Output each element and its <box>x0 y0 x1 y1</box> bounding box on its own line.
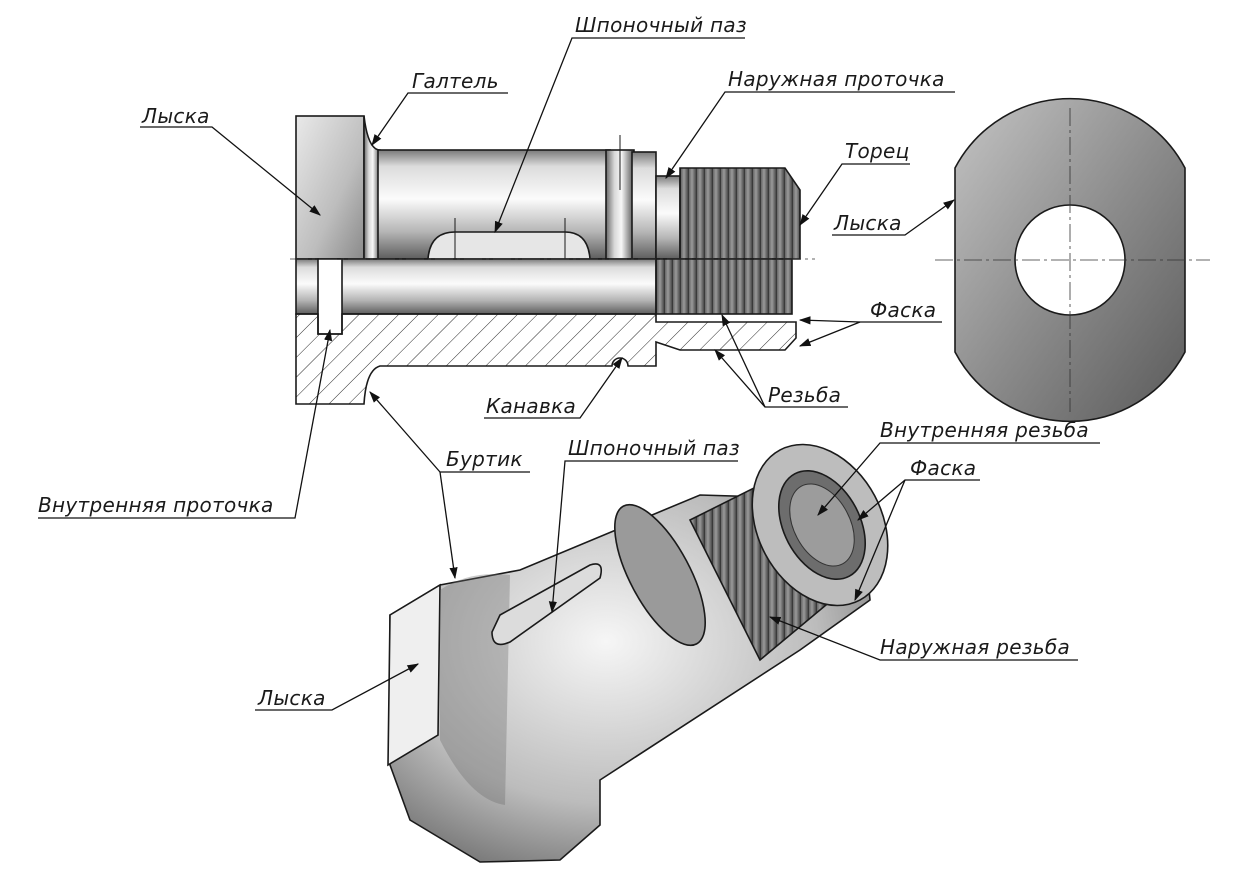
label-lyska-right: Лыска <box>833 211 902 235</box>
label-thread: Резьба <box>768 383 841 407</box>
head-flat-block <box>295 115 365 260</box>
inner-recess <box>317 258 343 335</box>
thread-upper <box>679 167 801 260</box>
label-chamfer-bottom: Фаска <box>910 456 976 480</box>
iso-view <box>387 443 889 863</box>
label-keyway-bottom: Шпоночный паз <box>568 436 740 460</box>
label-end-face: Торец <box>845 139 910 163</box>
label-galtel: Галтель <box>412 69 499 93</box>
label-collar: Буртик <box>446 447 523 471</box>
thread-lower <box>655 258 793 315</box>
iso-flat-face <box>387 583 441 767</box>
label-lyska-top: Лыска <box>141 104 210 128</box>
label-chamfer-top: Фаска <box>870 298 936 322</box>
end-view <box>935 97 1210 423</box>
label-lyska-bottom: Лыска <box>257 686 326 710</box>
section-hatched <box>295 313 797 405</box>
labels: Лыска Галтель Шпоночный паз Наружная про… <box>38 13 1089 710</box>
undercut-upper <box>655 175 681 260</box>
leaders <box>38 37 1100 711</box>
collar-upper <box>631 151 657 260</box>
keyway-shape <box>427 231 591 260</box>
label-outer-thread: Наружная резьба <box>880 635 1070 659</box>
label-inner-thread: Внутренняя резьба <box>880 418 1089 442</box>
label-keyway-top: Шпоночный паз <box>575 13 747 37</box>
label-groove: Канавка <box>486 394 576 418</box>
bore <box>295 258 657 315</box>
label-outer-undercut: Наружная проточка <box>728 67 945 91</box>
section-view <box>290 115 815 405</box>
label-inner-undercut: Внутренняя проточка <box>38 493 274 517</box>
